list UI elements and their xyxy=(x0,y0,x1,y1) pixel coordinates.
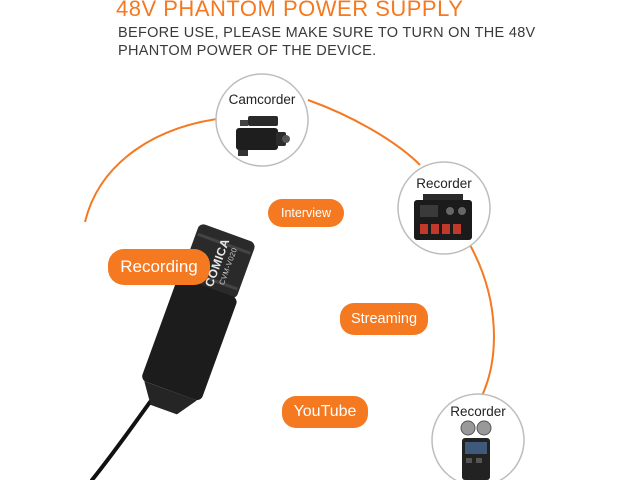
recorder-desk-label: Recorder xyxy=(416,176,472,191)
subtitle-line-2: PHANTOM POWER OF THE DEVICE. xyxy=(118,43,377,59)
recorder-desk-node xyxy=(397,161,491,255)
tag-recording: Recording xyxy=(108,249,210,285)
camcorder-label: Camcorder xyxy=(228,92,296,107)
tag-interview: Interview xyxy=(268,199,344,227)
camcorder-icon xyxy=(236,116,290,156)
tag-youtube: YouTube xyxy=(282,396,368,428)
adapter-cable xyxy=(90,400,152,480)
camcorder-node xyxy=(215,73,309,167)
connection-arc-2 xyxy=(307,99,421,166)
recorder-handheld-node xyxy=(431,393,525,480)
handheld-recorder-icon xyxy=(460,420,492,480)
recorder-handheld-label: Recorder xyxy=(450,404,506,419)
page-subtitle: BEFORE USE, PLEASE MAKE SURE TO TURN ON … xyxy=(118,24,598,60)
connection-arc xyxy=(84,117,226,223)
connection-arc-3 xyxy=(469,244,495,401)
field-recorder-icon xyxy=(414,194,472,240)
page-title: 48V PHANTOM POWER SUPPLY xyxy=(116,0,464,21)
subtitle-line-1: BEFORE USE, PLEASE MAKE SURE TO TURN ON … xyxy=(118,25,536,41)
tag-streaming: Streaming xyxy=(340,303,428,335)
